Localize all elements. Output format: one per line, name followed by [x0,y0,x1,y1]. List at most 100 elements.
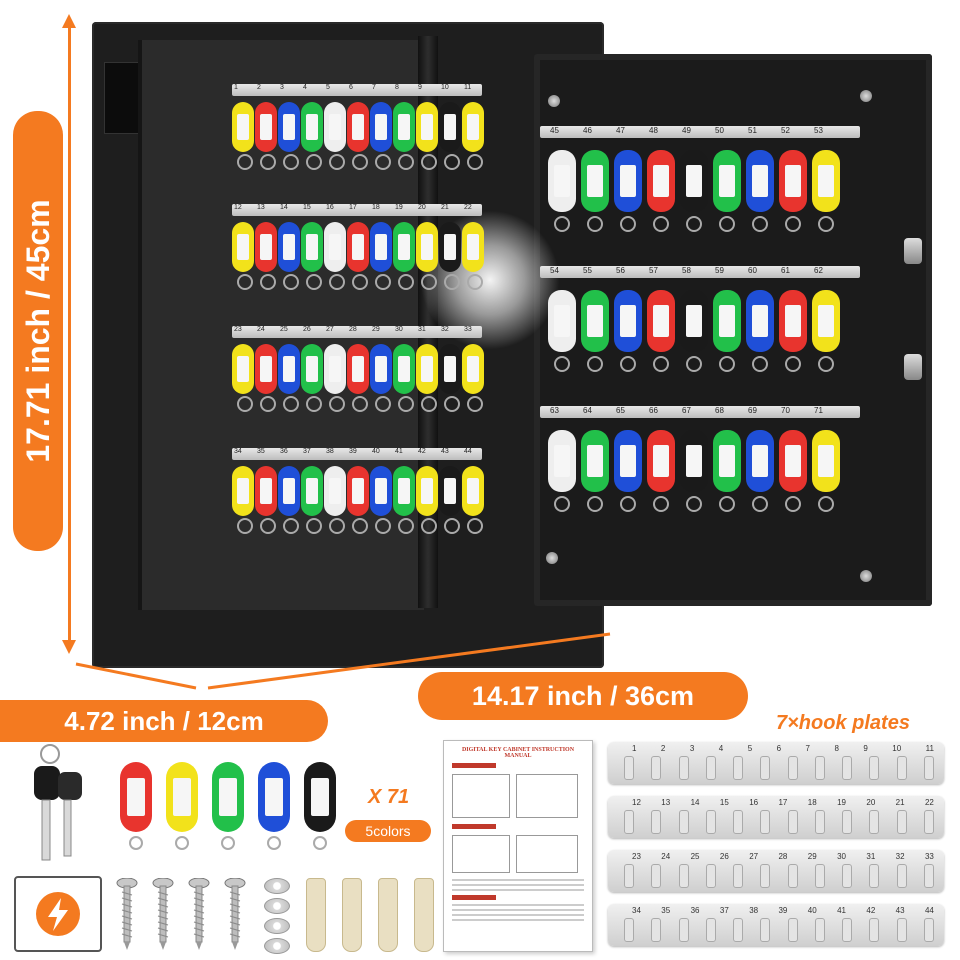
key-tag [370,466,392,516]
hook-number: 64 [583,406,592,415]
key-ring [785,216,801,232]
key-ring [444,518,460,534]
hook-tab [923,918,934,942]
hook-tab [624,810,634,834]
key-tag [462,102,484,152]
depth-label-text: 4.72 inch / 12cm [64,705,264,736]
hook-number: 36 [280,448,288,455]
key-tag [301,102,323,152]
key-tag [370,222,392,272]
key-tag-window [283,478,295,504]
key-tag-window [686,445,702,477]
key-ring [421,274,437,290]
key-tag [416,466,438,516]
hook-plate-number: 35 [661,906,671,915]
key-tag-window [311,778,329,816]
key-tag-window [467,114,479,140]
key-ring [785,496,801,512]
key-tag [347,466,369,516]
key-ring [653,496,669,512]
key-ring [221,836,235,850]
door-hook-plate [540,406,860,418]
door-hinge [418,36,438,608]
washer-icon [264,938,290,954]
hook-number: 3 [280,84,284,91]
key-ring [237,518,253,534]
key-tag-window [554,165,570,197]
hook-tab [705,918,716,942]
key-tag-window [260,114,272,140]
key-tag-window [127,778,145,816]
hook-plate-number: 44 [924,906,934,915]
hook-plate-number: 13 [661,798,671,807]
key-tag [746,430,774,492]
key-tag-window [421,234,433,260]
key-tag [278,344,300,394]
key-tag [746,290,774,352]
hook-plate-number: 12 [632,798,641,807]
key-tag-window [237,478,249,504]
hook-number: 5 [326,84,330,91]
height-arrow [68,24,71,646]
interior-hook-plate [232,84,482,96]
key-tag [462,222,484,272]
hook-tab [896,756,907,780]
hook-tab [760,864,771,888]
key-ring [467,274,483,290]
key-ring [329,274,345,290]
hook-number: 37 [303,448,311,455]
hook-number: 25 [280,326,288,333]
key-ring [375,154,391,170]
key-ring [283,154,299,170]
hook-number: 55 [583,266,592,275]
hook-number: 6 [349,84,353,91]
hook-tab [842,756,853,780]
hook-number: 53 [814,126,823,135]
key-ring [175,836,189,850]
key-tag-window [752,445,768,477]
key-tag-window [653,165,669,197]
key-tag [416,102,438,152]
key-tag [324,222,346,272]
wall-anchor-icon [306,878,326,952]
hook-plate-number: 30 [837,852,846,861]
key-ring [752,496,768,512]
key-tag-window [329,234,341,260]
key-tag-window [260,478,272,504]
key-tag [614,430,642,492]
hook-number: 4 [303,84,307,91]
hook-tab [842,864,853,888]
hook-tab [733,756,744,780]
hook-number: 19 [395,204,403,211]
hook-tab [760,756,771,780]
key-tag-window [398,478,410,504]
depth-label: 4.72 inch / 12cm [0,700,328,742]
key-tag [581,430,609,492]
key-tag [347,344,369,394]
screw-icon [548,95,560,107]
hook-plate-number: 34 [632,906,641,915]
hook-plate-number: 1 [632,744,637,753]
hook-tab [869,918,880,942]
key-ring [719,216,735,232]
key-tag-window [752,165,768,197]
key-ring [306,518,322,534]
key-tag-window [620,165,636,197]
key-tag [746,150,774,212]
hook-plate-number: 7 [805,744,810,753]
wood-screw-icon [152,877,174,950]
hook-number: 18 [372,204,380,211]
hook-number: 15 [303,204,311,211]
hook-plate-number: 41 [837,906,846,915]
key-tag [548,150,576,212]
key-ring [352,274,368,290]
key-tag [301,344,323,394]
key-tag [647,290,675,352]
manual-section-bar [452,824,496,829]
hook-plate-number: 38 [749,906,759,915]
key-tag [779,430,807,492]
door-latch-knob [904,238,922,264]
hook-number: 34 [234,448,242,455]
